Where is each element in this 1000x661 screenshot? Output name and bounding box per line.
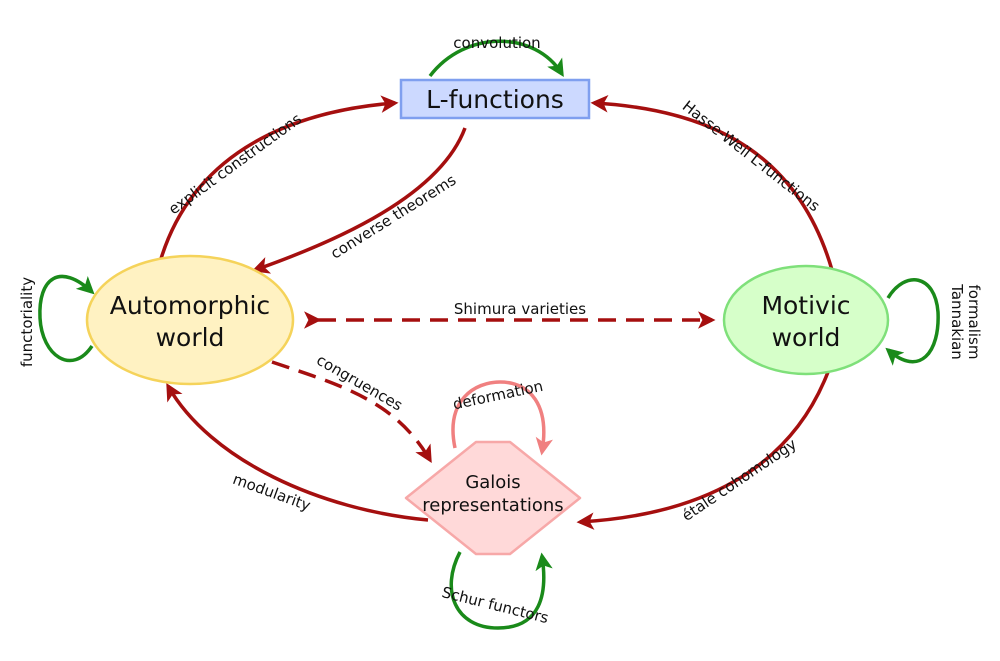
label-hasse-weil: Hasse-Weil L-functions <box>679 97 823 215</box>
label-convolution: convolution <box>453 34 540 52</box>
label-converse-theorems: converse theorems <box>327 171 459 263</box>
arrow-converse-theorems <box>251 127 467 274</box>
arrow-hasse-weil <box>590 95 834 271</box>
arrow-etale-cohomology <box>576 371 830 530</box>
label-explicit-constructions: explicit constructions <box>165 110 305 219</box>
label-etale-cohomology: étale cohomology <box>679 435 800 525</box>
label-tannakian: Tannakian <box>948 283 966 360</box>
label-formalism: formalism <box>965 285 983 360</box>
arrow-modularity <box>166 382 429 522</box>
arrow-congruences <box>271 360 432 464</box>
label-functoriality: functoriality <box>18 277 36 367</box>
node-l-functions: L-functions <box>399 78 591 120</box>
arrow-functoriality <box>38 274 95 363</box>
arrow-schur-functors <box>449 551 553 630</box>
node-galois-line2: representations <box>422 495 563 516</box>
node-automorphic-world: Automorphic world <box>85 254 295 386</box>
arrow-explicit-constructions <box>158 95 399 263</box>
arrow-deformation <box>451 380 553 456</box>
node-motivic-world: Motivic world <box>722 264 890 376</box>
label-shimura-varieties: Shimura varieties <box>454 300 586 318</box>
arrow-tannakian-formalism <box>885 278 940 366</box>
arrow-convolution <box>428 39 564 78</box>
node-automorphic-line1: Automorphic <box>110 291 270 320</box>
node-l-functions-label: L-functions <box>426 85 564 114</box>
node-automorphic-line2: world <box>156 323 225 352</box>
node-galois-representations: Galois representations <box>404 440 582 556</box>
node-galois-line1: Galois <box>465 472 520 493</box>
node-motivic-line2: world <box>772 323 841 352</box>
node-motivic-line1: Motivic <box>761 291 850 320</box>
